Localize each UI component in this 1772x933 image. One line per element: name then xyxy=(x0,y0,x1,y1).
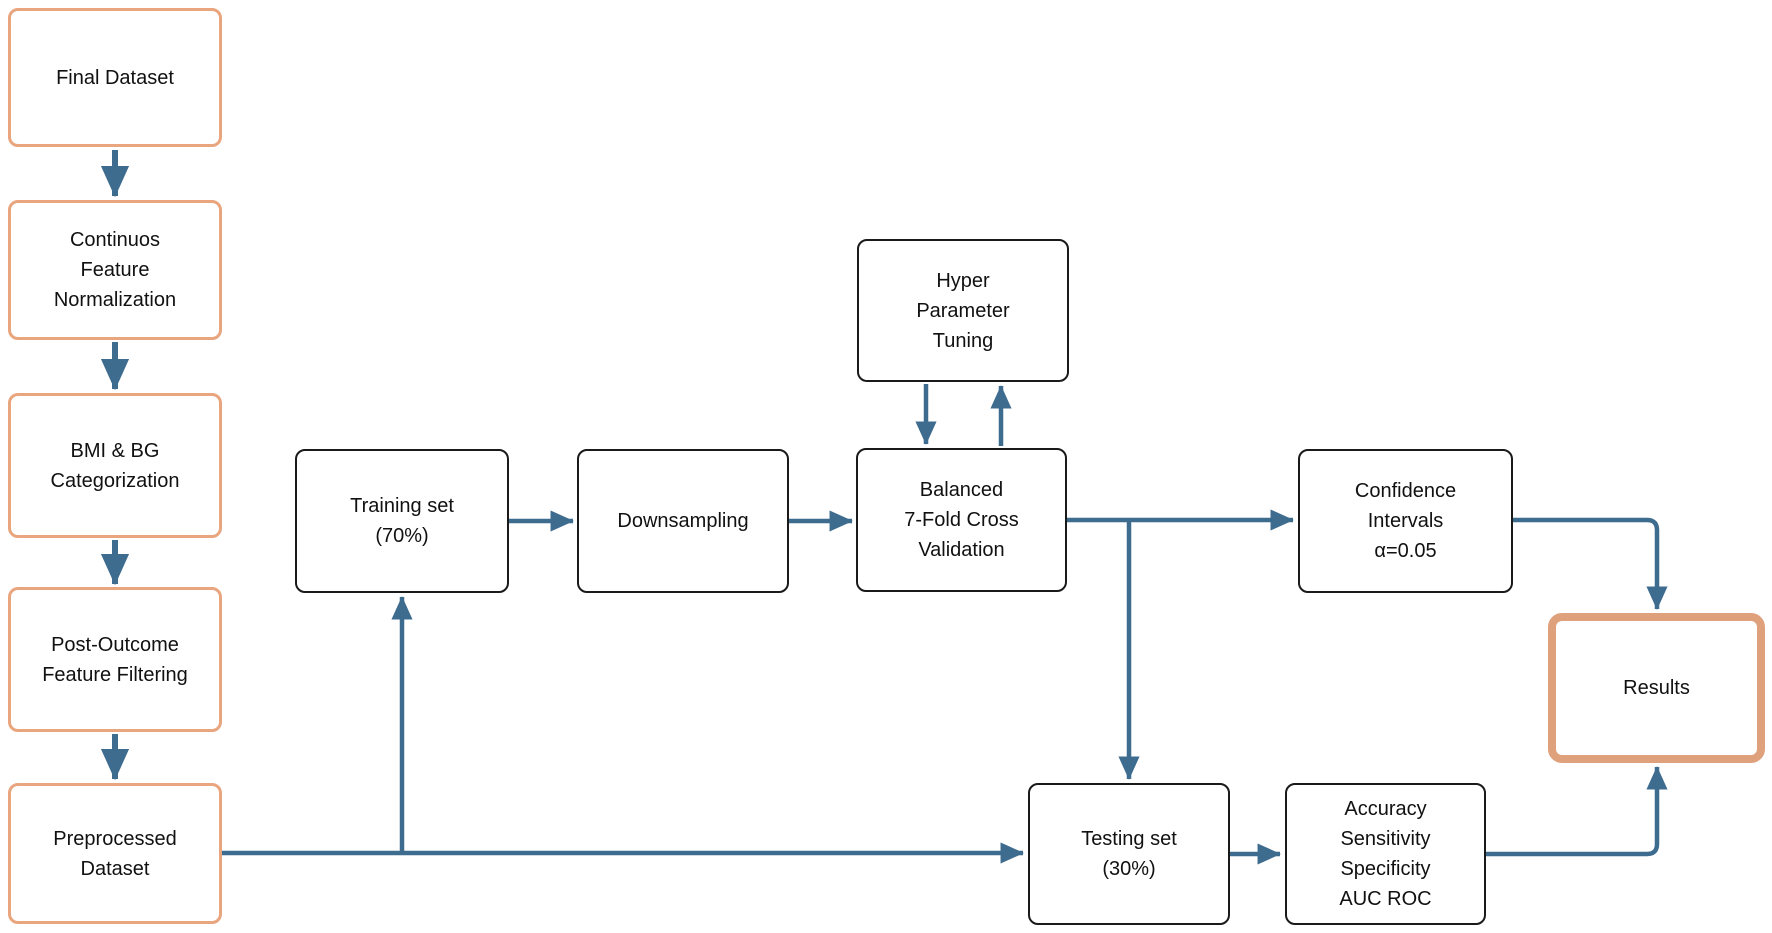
node-results-label: Results xyxy=(1623,677,1690,699)
node-downsampling: Downsampling xyxy=(577,449,789,593)
node-preprocessed-dataset: Preprocessed Dataset xyxy=(8,783,222,924)
node-balanced-cross-validation-label: Balanced 7-Fold Cross Validation xyxy=(904,479,1019,561)
node-confidence-intervals-label: Confidence Intervals α=0.05 xyxy=(1354,480,1457,562)
node-evaluation-metrics-label: Accuracy Sensitivity Specificity AUC ROC xyxy=(1339,798,1432,910)
node-training-set-label: Training set (70%) xyxy=(350,495,454,547)
node-training-set: Training set (70%) xyxy=(295,449,509,593)
node-bmi-bg-categorization: BMI & BG Categorization xyxy=(8,393,222,538)
node-confidence-intervals: Confidence Intervals α=0.05 xyxy=(1298,449,1513,593)
node-downsampling-label: Downsampling xyxy=(617,510,749,532)
node-final-dataset: Final Dataset xyxy=(8,8,222,147)
node-feature-normalization: Continuos Feature Normalization xyxy=(8,200,222,340)
node-final-dataset-label: Final Dataset xyxy=(56,66,174,89)
node-feature-normalization-label: Continuos Feature Normalization xyxy=(53,229,177,311)
node-hyperparameter-tuning-label: Hyper Parameter Tuning xyxy=(916,269,1010,352)
node-evaluation-metrics: Accuracy Sensitivity Specificity AUC ROC xyxy=(1285,783,1486,925)
node-preprocessed-dataset-label: Preprocessed Dataset xyxy=(53,827,177,880)
arrow-metrics-to-results xyxy=(1486,766,1668,857)
arrow-confidence-to-results xyxy=(1513,517,1668,610)
node-post-outcome-filtering-label: Post-Outcome Feature Filtering xyxy=(42,633,188,686)
node-testing-set: Testing set (30%) xyxy=(1028,783,1230,925)
node-testing-set-label: Testing set (30%) xyxy=(1081,828,1177,880)
node-hyperparameter-tuning: Hyper Parameter Tuning xyxy=(857,239,1069,382)
node-bmi-bg-categorization-label: BMI & BG Categorization xyxy=(50,439,180,492)
node-post-outcome-filtering: Post-Outcome Feature Filtering xyxy=(8,587,222,732)
node-results: Results xyxy=(1548,613,1765,763)
node-balanced-cross-validation: Balanced 7-Fold Cross Validation xyxy=(856,448,1067,592)
